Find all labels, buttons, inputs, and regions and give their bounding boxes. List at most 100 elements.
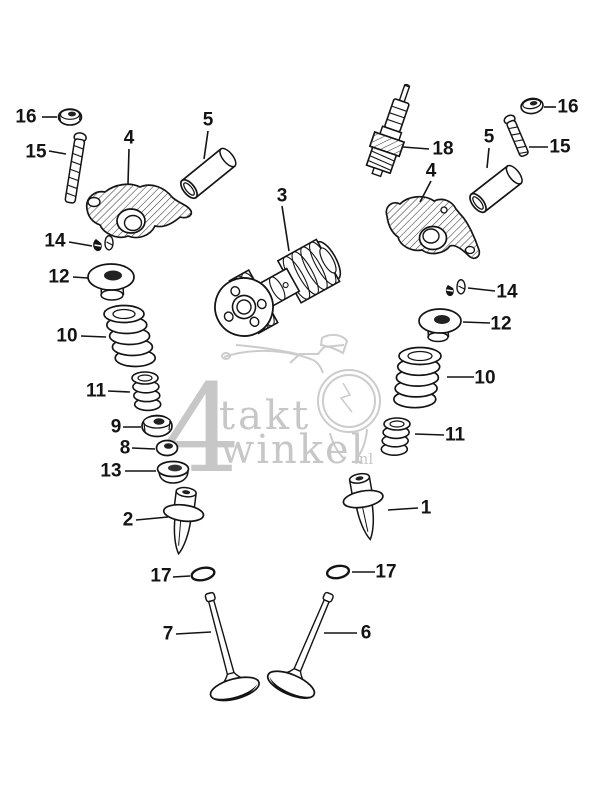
rocker-arm-shaft-right [469,164,523,214]
callout-7-left: 7 [163,624,212,645]
callout-10-right: 10 [447,368,496,389]
part-number: 16 [557,97,578,118]
part-number: 4 [124,128,135,149]
adjusting-nut-right [520,97,544,115]
part-number: 14 [496,282,518,303]
valve-spring-retainer-right [418,308,462,343]
valve-spring-outer-right [392,346,442,409]
valve-cotter-set-right [445,279,466,297]
valve-spring-retainer-left [87,263,135,301]
part-number: 14 [44,231,66,252]
valve-spring-seat-13 [156,460,190,484]
part-number: 9 [111,417,122,438]
part-number: 12 [48,267,69,288]
callout-18-right: 18 [402,139,454,160]
rocker-arm-left [85,183,193,239]
leader-line [486,147,490,169]
leader-line [414,433,445,436]
callout-15-right: 15 [529,137,571,158]
callout-5-left: 5 [203,110,214,160]
callout-17-left: 17 [150,566,191,587]
watermark: 4 takt winkel .nl [163,333,381,500]
leader-line [419,180,432,203]
leader-line [68,241,93,247]
leader-line [107,390,131,393]
rocker-arm-shaft-left [180,147,237,200]
part-number: 15 [25,142,47,163]
callout-10-left: 10 [56,326,107,347]
valve-guide-right [342,472,384,541]
part-number: 7 [163,624,174,645]
o-ring-right [325,564,351,580]
leader-line [48,150,67,155]
callout-15-left: 15 [25,142,67,163]
callout-9-left: 9 [111,417,141,438]
callout-4-right: 4 [419,161,437,203]
moped-sketch [221,333,381,460]
leader-line [72,276,89,279]
o-ring-left [190,566,216,582]
part-number: 18 [432,139,453,160]
valve-left [204,591,260,702]
adjusting-nut-left [57,108,83,126]
nut-9 [141,414,173,438]
washer-8 [155,439,179,457]
callout-8-left: 8 [120,438,156,459]
watermark-word-winkel: winkel [220,427,366,473]
leader-line [127,148,130,185]
leader-line [80,335,107,338]
leader-line [135,516,169,521]
rocker-arm-right [385,195,481,260]
part-number: 5 [203,110,214,131]
part-number: 11 [86,381,107,402]
part-number: 13 [100,461,121,482]
part-number: 8 [120,438,131,459]
leader-line [402,146,430,150]
valve-spring-outer-left [103,304,157,368]
leader-line [203,130,209,160]
leader-line [387,507,419,511]
valve-spring-inner-right [380,417,411,457]
camshaft [214,238,342,337]
part-number: 11 [445,425,466,446]
part-number: 6 [361,623,372,644]
callout-4-left: 4 [124,128,135,185]
callout-11-left: 11 [86,381,131,402]
part-number: 5 [484,127,495,148]
leader-line [467,287,496,292]
callout-11-right: 11 [414,425,466,446]
valve-right [266,591,334,699]
part-number: 10 [56,326,77,347]
valve-guide-left [162,486,205,556]
callout-16-left: 16 [15,107,57,128]
part-number: 16 [15,107,36,128]
part-number: 10 [474,368,495,389]
adjusting-screw-right [503,114,529,157]
spark-plug [365,83,411,178]
part-number: 17 [375,562,396,583]
callout-12-left: 12 [48,267,89,288]
part-number: 17 [150,566,171,587]
part-number: 3 [277,186,288,207]
leader-line [462,321,491,324]
callout-3-center: 3 [277,186,290,252]
part-number: 15 [549,137,571,158]
callout-14-left: 14 [44,231,93,252]
callout-16-right: 16 [544,97,579,118]
watermark-tld: .nl [354,450,373,468]
part-number: 2 [123,510,134,531]
watermark-word-takt: takt [219,393,311,439]
adjusting-screw-left [64,132,87,204]
leader-line [175,631,212,635]
part-number: 4 [426,161,437,182]
leader-line [131,447,156,450]
valve-cotter-set-left [93,235,114,252]
part-number: 1 [421,498,432,519]
callout-12-right: 12 [462,314,512,335]
callout-2-left: 2 [123,510,169,531]
leader-line [172,575,191,578]
valve-spring-inner-left [131,371,162,412]
callout-13-left: 13 [100,461,156,482]
